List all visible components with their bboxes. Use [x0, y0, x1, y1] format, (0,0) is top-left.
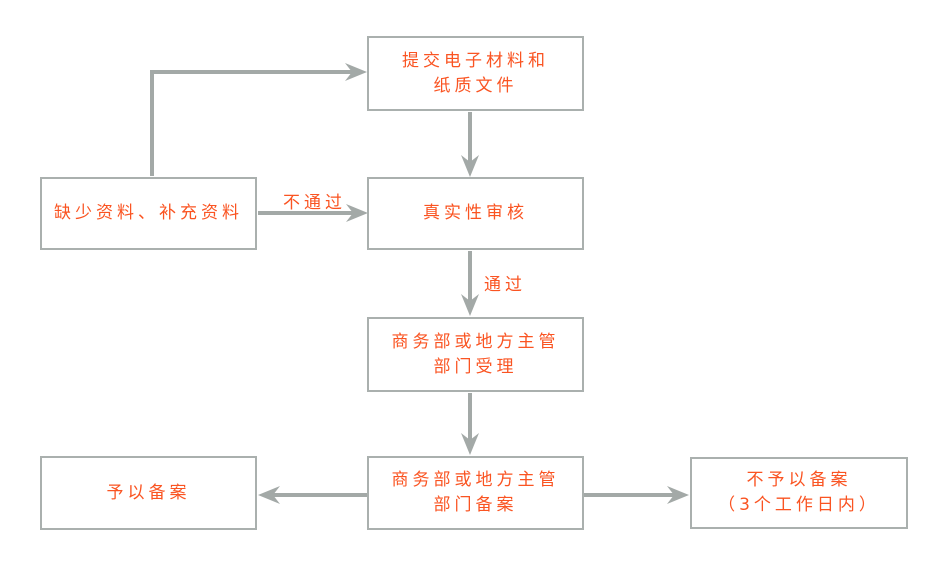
arrow-file-to-rejected — [584, 486, 689, 504]
edge-label-not-passed: 不通过 — [283, 193, 346, 213]
arrow-review-to-accept — [461, 251, 479, 316]
edge-label-passed: 通过 — [484, 275, 526, 295]
arrow-missing-to-review — [258, 204, 368, 222]
arrow-submit-to-review — [461, 112, 479, 177]
flow-node-authority-acceptance: 商务部或地方主管 部门受理 — [367, 317, 584, 392]
flow-node-submit-materials: 提交电子材料和 纸质文件 — [367, 36, 584, 111]
flow-node-filing-granted: 予以备案 — [40, 456, 257, 530]
arrow-file-to-approved — [258, 486, 367, 504]
flow-node-missing-materials: 缺少资料、补充资料 — [40, 177, 257, 250]
flow-node-filing-rejected: 不予以备案 （3个工作日内） — [690, 457, 908, 529]
arrow-missing-to-submit — [150, 63, 367, 176]
arrow-accept-to-file — [461, 393, 479, 455]
flow-node-authenticity-review: 真实性审核 — [367, 177, 584, 250]
flow-node-authority-filing: 商务部或地方主管 部门备案 — [367, 456, 584, 530]
